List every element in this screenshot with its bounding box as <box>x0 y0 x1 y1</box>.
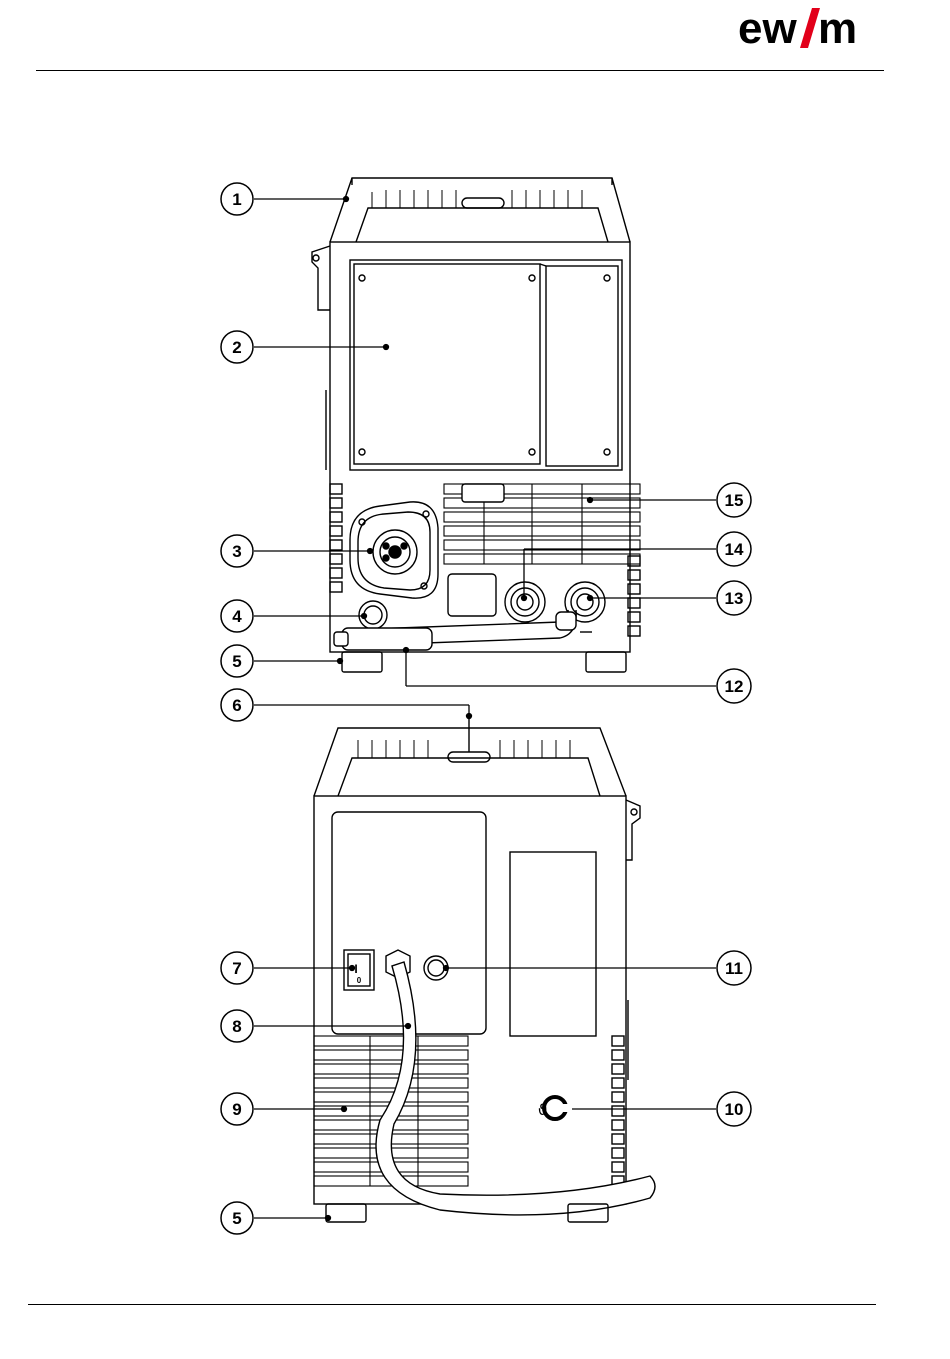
svg-text:8: 8 <box>232 1017 241 1036</box>
svg-text:5: 5 <box>232 652 241 671</box>
svg-text:10: 10 <box>725 1100 744 1119</box>
switch-off-mark: 0 <box>357 976 362 985</box>
svg-text:14: 14 <box>725 540 744 559</box>
callout-8: 8 <box>221 1010 253 1042</box>
callout-15: 15 <box>717 483 751 517</box>
svg-text:2: 2 <box>232 338 241 357</box>
svg-text:6: 6 <box>232 696 241 715</box>
callout-6: 6 <box>221 689 253 721</box>
callout-4: 4 <box>221 600 253 632</box>
svg-text:11: 11 <box>725 959 743 978</box>
svg-text:9: 9 <box>232 1100 241 1119</box>
callout-1: 1 <box>221 183 253 215</box>
svg-text:5: 5 <box>232 1209 241 1228</box>
rear-view <box>314 716 655 1222</box>
rear-right-vents <box>612 1036 624 1186</box>
ground-symbol-icon: ϑ <box>538 1101 547 1119</box>
callout-14: 14 <box>717 532 751 566</box>
svg-text:1: 1 <box>232 190 241 209</box>
front-left-vents <box>330 484 342 592</box>
callout-13: 13 <box>717 581 751 615</box>
handle-grip-ribs <box>372 190 582 208</box>
callout-12: 12 <box>717 669 751 703</box>
svg-text:15: 15 <box>725 491 744 510</box>
svg-text:12: 12 <box>725 677 744 696</box>
svg-text:4: 4 <box>232 607 242 626</box>
callout-10: 10 <box>717 1092 751 1126</box>
leader-lines <box>254 197 716 1221</box>
callout-3: 3 <box>221 535 253 567</box>
svg-text:13: 13 <box>725 589 744 608</box>
handle-slot <box>462 198 504 208</box>
callout-9: 9 <box>221 1093 253 1125</box>
callout-5-front: 5 <box>221 645 253 677</box>
callout-2: 2 <box>221 331 253 363</box>
callout-11: 11 <box>717 951 751 985</box>
callout-5-rear: 5 <box>221 1202 253 1234</box>
callout-7: 7 <box>221 952 253 984</box>
rear-handle-grip-ribs <box>358 740 570 758</box>
svg-text:7: 7 <box>232 959 241 978</box>
svg-text:3: 3 <box>232 542 241 561</box>
